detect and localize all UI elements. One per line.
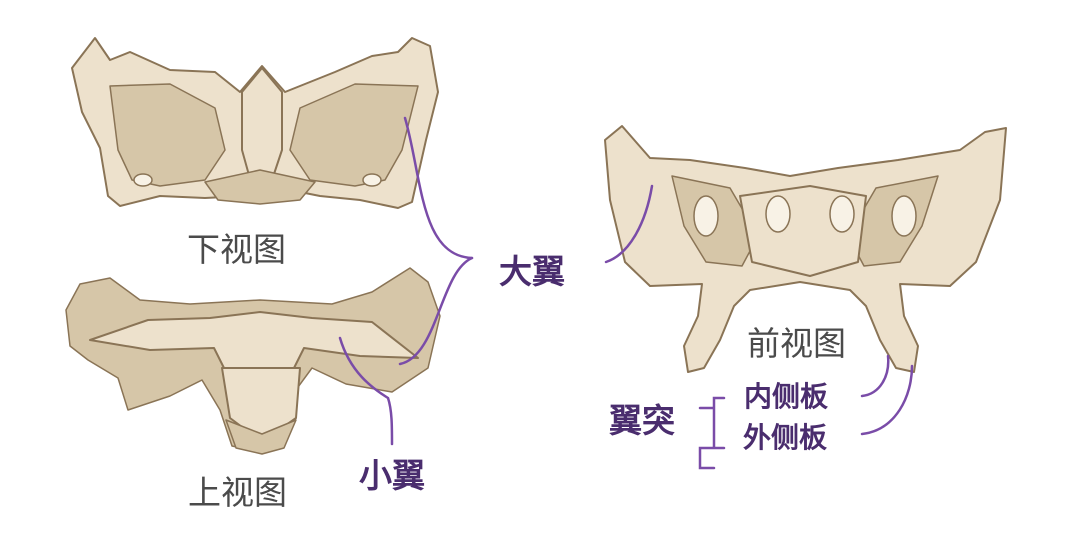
lateral-plate-label: 外侧板 bbox=[743, 421, 828, 454]
inferior-view-bone bbox=[71, 37, 439, 209]
superior-view-bone bbox=[65, 267, 441, 455]
greater-wing-leader-superior bbox=[398, 256, 474, 366]
anterior-view-bone bbox=[604, 125, 1007, 373]
pterygoid-bracket bbox=[698, 396, 726, 470]
lateral-plate-leader bbox=[860, 364, 914, 436]
greater-wing-leader-inferior bbox=[403, 116, 474, 260]
anterior-view-label: 前视图 bbox=[747, 324, 846, 363]
medial-plate-leader bbox=[860, 354, 890, 398]
lesser-wing-label: 小翼 bbox=[359, 456, 425, 495]
inferior-view-label: 下视图 bbox=[187, 230, 286, 269]
greater-wing-leader-anterior bbox=[604, 184, 654, 264]
medial-plate-label: 内侧板 bbox=[744, 380, 829, 413]
pterygoid-process-label: 翼突 bbox=[609, 401, 675, 440]
lesser-wing-leader bbox=[338, 336, 394, 446]
superior-view-label: 上视图 bbox=[188, 473, 287, 512]
greater-wing-label: 大翼 bbox=[499, 252, 565, 291]
